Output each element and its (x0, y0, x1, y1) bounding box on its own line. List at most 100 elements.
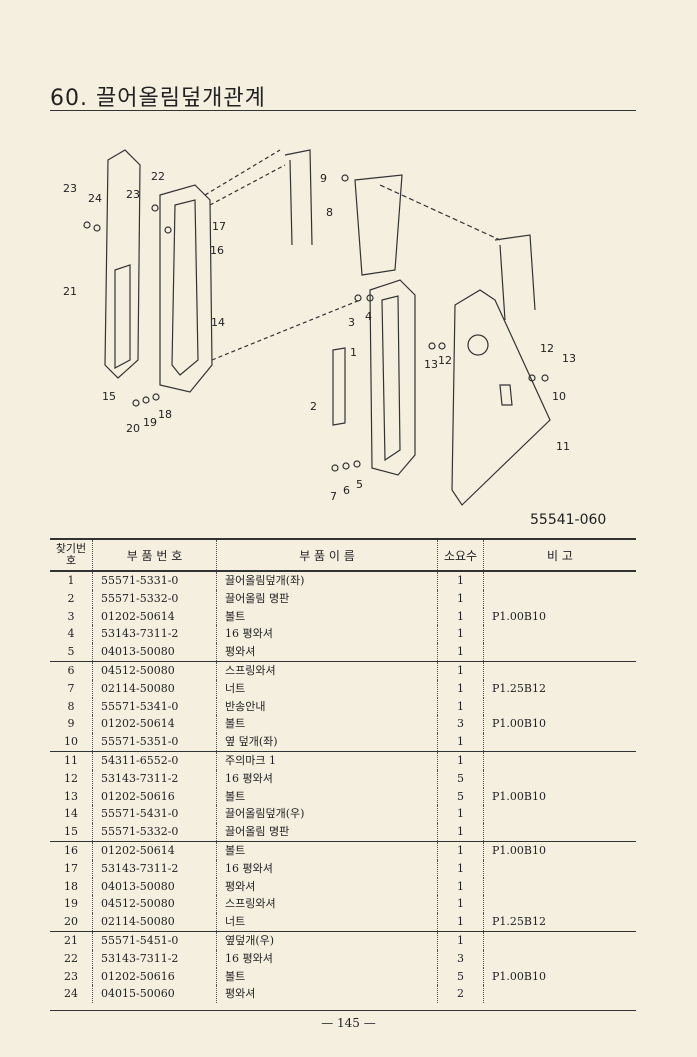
part-number: 55571-5331-0 (92, 571, 217, 590)
part-number: 04512-50080 (92, 661, 217, 680)
remarks (483, 697, 636, 716)
quantity: 1 (437, 679, 484, 698)
quantity: 1 (437, 625, 484, 644)
callout-label: 9 (320, 172, 327, 185)
row-number: 21 (64, 933, 78, 947)
row-number: 5 (50, 643, 93, 662)
row-number: 24 (64, 987, 78, 1001)
part-name: 평와셔 (216, 877, 438, 896)
part-name: 너트 (216, 913, 438, 932)
part-number: 04013-50080 (92, 643, 217, 662)
part-number: 53143-7311-2 (92, 769, 217, 788)
part-number: 53143-7311-2 (92, 949, 217, 968)
remarks: P1.25B12 (483, 679, 636, 698)
callout-label: 16 (210, 244, 224, 257)
quantity: 1 (437, 751, 484, 770)
quantity: 5 (437, 769, 484, 788)
row-number: 15 (50, 823, 93, 842)
remarks: P1.00B10 (483, 967, 636, 986)
part-number: 01202-50614 (92, 715, 217, 734)
row-number: 8 (67, 699, 75, 713)
row-number: 11 (64, 753, 78, 767)
header-qty: 소요수 (437, 538, 484, 572)
part-number: 54311-6552-0 (92, 751, 217, 770)
callout-label: 10 (552, 390, 566, 403)
remarks: P1.00B10 (483, 715, 636, 734)
part-name: 16 평와셔 (216, 625, 438, 644)
callout-label: 8 (326, 206, 333, 219)
part-name: 볼트 (216, 841, 438, 860)
part-name: 반송안내 (216, 697, 438, 716)
quantity: 1 (437, 841, 484, 860)
part-name: 끌어올림덮개(우) (216, 805, 438, 824)
callout-label: 13 (424, 358, 438, 371)
row-number: 10 (50, 733, 93, 752)
callout-label: 11 (556, 440, 570, 453)
row-number: 20 (50, 913, 93, 932)
remarks (483, 751, 636, 770)
table-header-row: 찾기번호 부 품 번 호 부 품 이 름 소요수 비 고 (50, 538, 636, 572)
remarks: P1.00B10 (483, 607, 636, 626)
callout-label: 7 (330, 490, 337, 503)
row-number: 12 (64, 771, 78, 785)
part-number: 01202-50614 (92, 841, 217, 860)
part-number: 04512-50080 (92, 895, 217, 914)
part-number: 55571-5351-0 (92, 733, 217, 752)
row-number: 2 (67, 591, 75, 605)
part-number: 55571-5332-0 (92, 823, 217, 842)
quantity: 1 (437, 571, 484, 590)
quantity: 1 (437, 805, 484, 824)
remarks (483, 895, 636, 914)
quantity: 1 (437, 823, 484, 842)
part-number: 01202-50616 (92, 787, 217, 806)
row-number: 18 (64, 879, 78, 893)
remarks: P1.00B10 (483, 787, 636, 806)
callout-label: 22 (151, 170, 165, 183)
remarks: P1.25B12 (483, 913, 636, 932)
row-number: 19 (64, 897, 78, 911)
part-name: 볼트 (216, 787, 438, 806)
remarks (483, 733, 636, 752)
part-number: 01202-50614 (92, 607, 217, 626)
page-number: — 145 — (321, 1016, 376, 1030)
header-name: 부 품 이 름 (216, 538, 438, 572)
row-number: 1 (67, 574, 75, 587)
quantity: 1 (437, 607, 484, 626)
quantity: 1 (437, 877, 484, 896)
part-name: 주의마크 1 (216, 751, 438, 770)
part-name: 볼트 (216, 607, 438, 626)
callout-label: 4 (365, 310, 372, 323)
part-name: 평와셔 (216, 643, 438, 662)
part-number: 04015-50060 (92, 985, 217, 1004)
part-number: 55571-5431-0 (92, 805, 217, 824)
quantity: 5 (437, 787, 484, 806)
page-title: 60. 끌어올림덮개관계 (50, 86, 266, 111)
quantity: 1 (437, 859, 484, 878)
header-remarks: 비 고 (483, 538, 636, 572)
row-number: 4 (67, 627, 75, 641)
part-number: 02114-50080 (92, 679, 217, 698)
remarks (483, 877, 636, 896)
part-number: 53143-7311-2 (92, 625, 217, 644)
quantity: 1 (437, 661, 484, 680)
quantity: 1 (437, 589, 484, 608)
quantity: 1 (437, 733, 484, 752)
callout-label: 20 (126, 422, 140, 435)
quantity: 2 (437, 985, 484, 1004)
figure-code: 55541-060 (530, 512, 607, 528)
callout-label: 12 (540, 342, 554, 355)
